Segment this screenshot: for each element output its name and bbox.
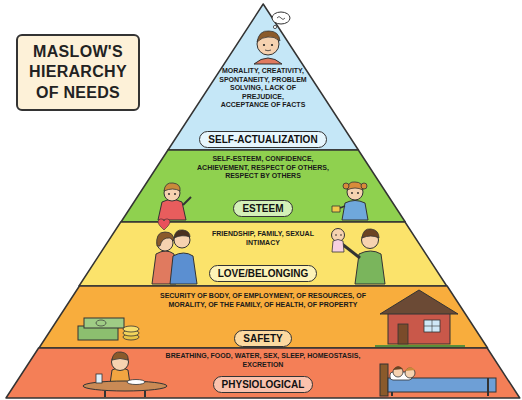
text-holder: BREATHING, FOOD, WATER, SEX, SLEEP, HOME… [148, 352, 378, 369]
proud-child [158, 183, 191, 220]
thinking-person [254, 12, 290, 64]
text-holder: LOVE/BELONGING [209, 263, 318, 282]
child-eating [83, 352, 167, 397]
text-holder: SECURITY OF BODY, OF EMPLOYMENT, OF RESO… [155, 292, 370, 309]
title: MASLOW'S HIERARCHY OF NEEDS [22, 42, 134, 103]
level-label: ESTEEM [233, 200, 292, 217]
house [375, 290, 465, 346]
need-list: MORALITY, CREATIVITY, SPONTANEITY, PROBL… [219, 67, 307, 110]
need-list: FRIENDSHIP, FAMILY, SEXUAL INTIMACY [208, 230, 318, 247]
love-band: FRIENDSHIP, FAMILY, SEXUAL INTIMACY LOVE/… [79, 222, 447, 286]
text-holder: SAFETY [234, 328, 291, 347]
level-label: SAFETY [234, 330, 291, 347]
money-stack [78, 318, 139, 340]
level-label: PHYSIOLOGICAL [213, 376, 314, 393]
text-holder: SELF-ACTUALIZATION [199, 129, 326, 148]
need-list: SECURITY OF BODY, OF EMPLOYMENT, OF RESO… [155, 292, 370, 309]
bed [380, 364, 496, 396]
title-box: MASLOW'S HIERARCHY OF NEEDS [16, 34, 140, 111]
band-outline [39, 286, 488, 348]
band-outline [6, 348, 520, 398]
text-holder: MORALITY, CREATIVITY, SPONTANEITY, PROBL… [219, 67, 307, 110]
need-list: SELF-ESTEEM, CONFIDENCE, ACHIEVEMENT, RE… [188, 155, 338, 181]
girl-with-award [332, 182, 368, 220]
couple [152, 219, 197, 284]
level-label: LOVE/BELONGING [209, 265, 318, 282]
text-holder: PHYSIOLOGICAL [213, 374, 314, 393]
self-actualization-band: MORALITY, CREATIVITY, SPONTANEITY, PROBL… [168, 4, 358, 150]
band-outline [121, 150, 405, 222]
text-holder: ESTEEM [233, 198, 292, 217]
parent-with-baby [332, 229, 386, 285]
band-outline [168, 4, 358, 150]
text-holder: SELF-ESTEEM, CONFIDENCE, ACHIEVEMENT, RE… [188, 155, 338, 181]
level-label: SELF-ACTUALIZATION [199, 131, 326, 148]
text-holder: FRIENDSHIP, FAMILY, SEXUAL INTIMACY [208, 230, 318, 247]
band-outline [79, 222, 447, 286]
need-list: BREATHING, FOOD, WATER, SEX, SLEEP, HOME… [148, 352, 378, 369]
